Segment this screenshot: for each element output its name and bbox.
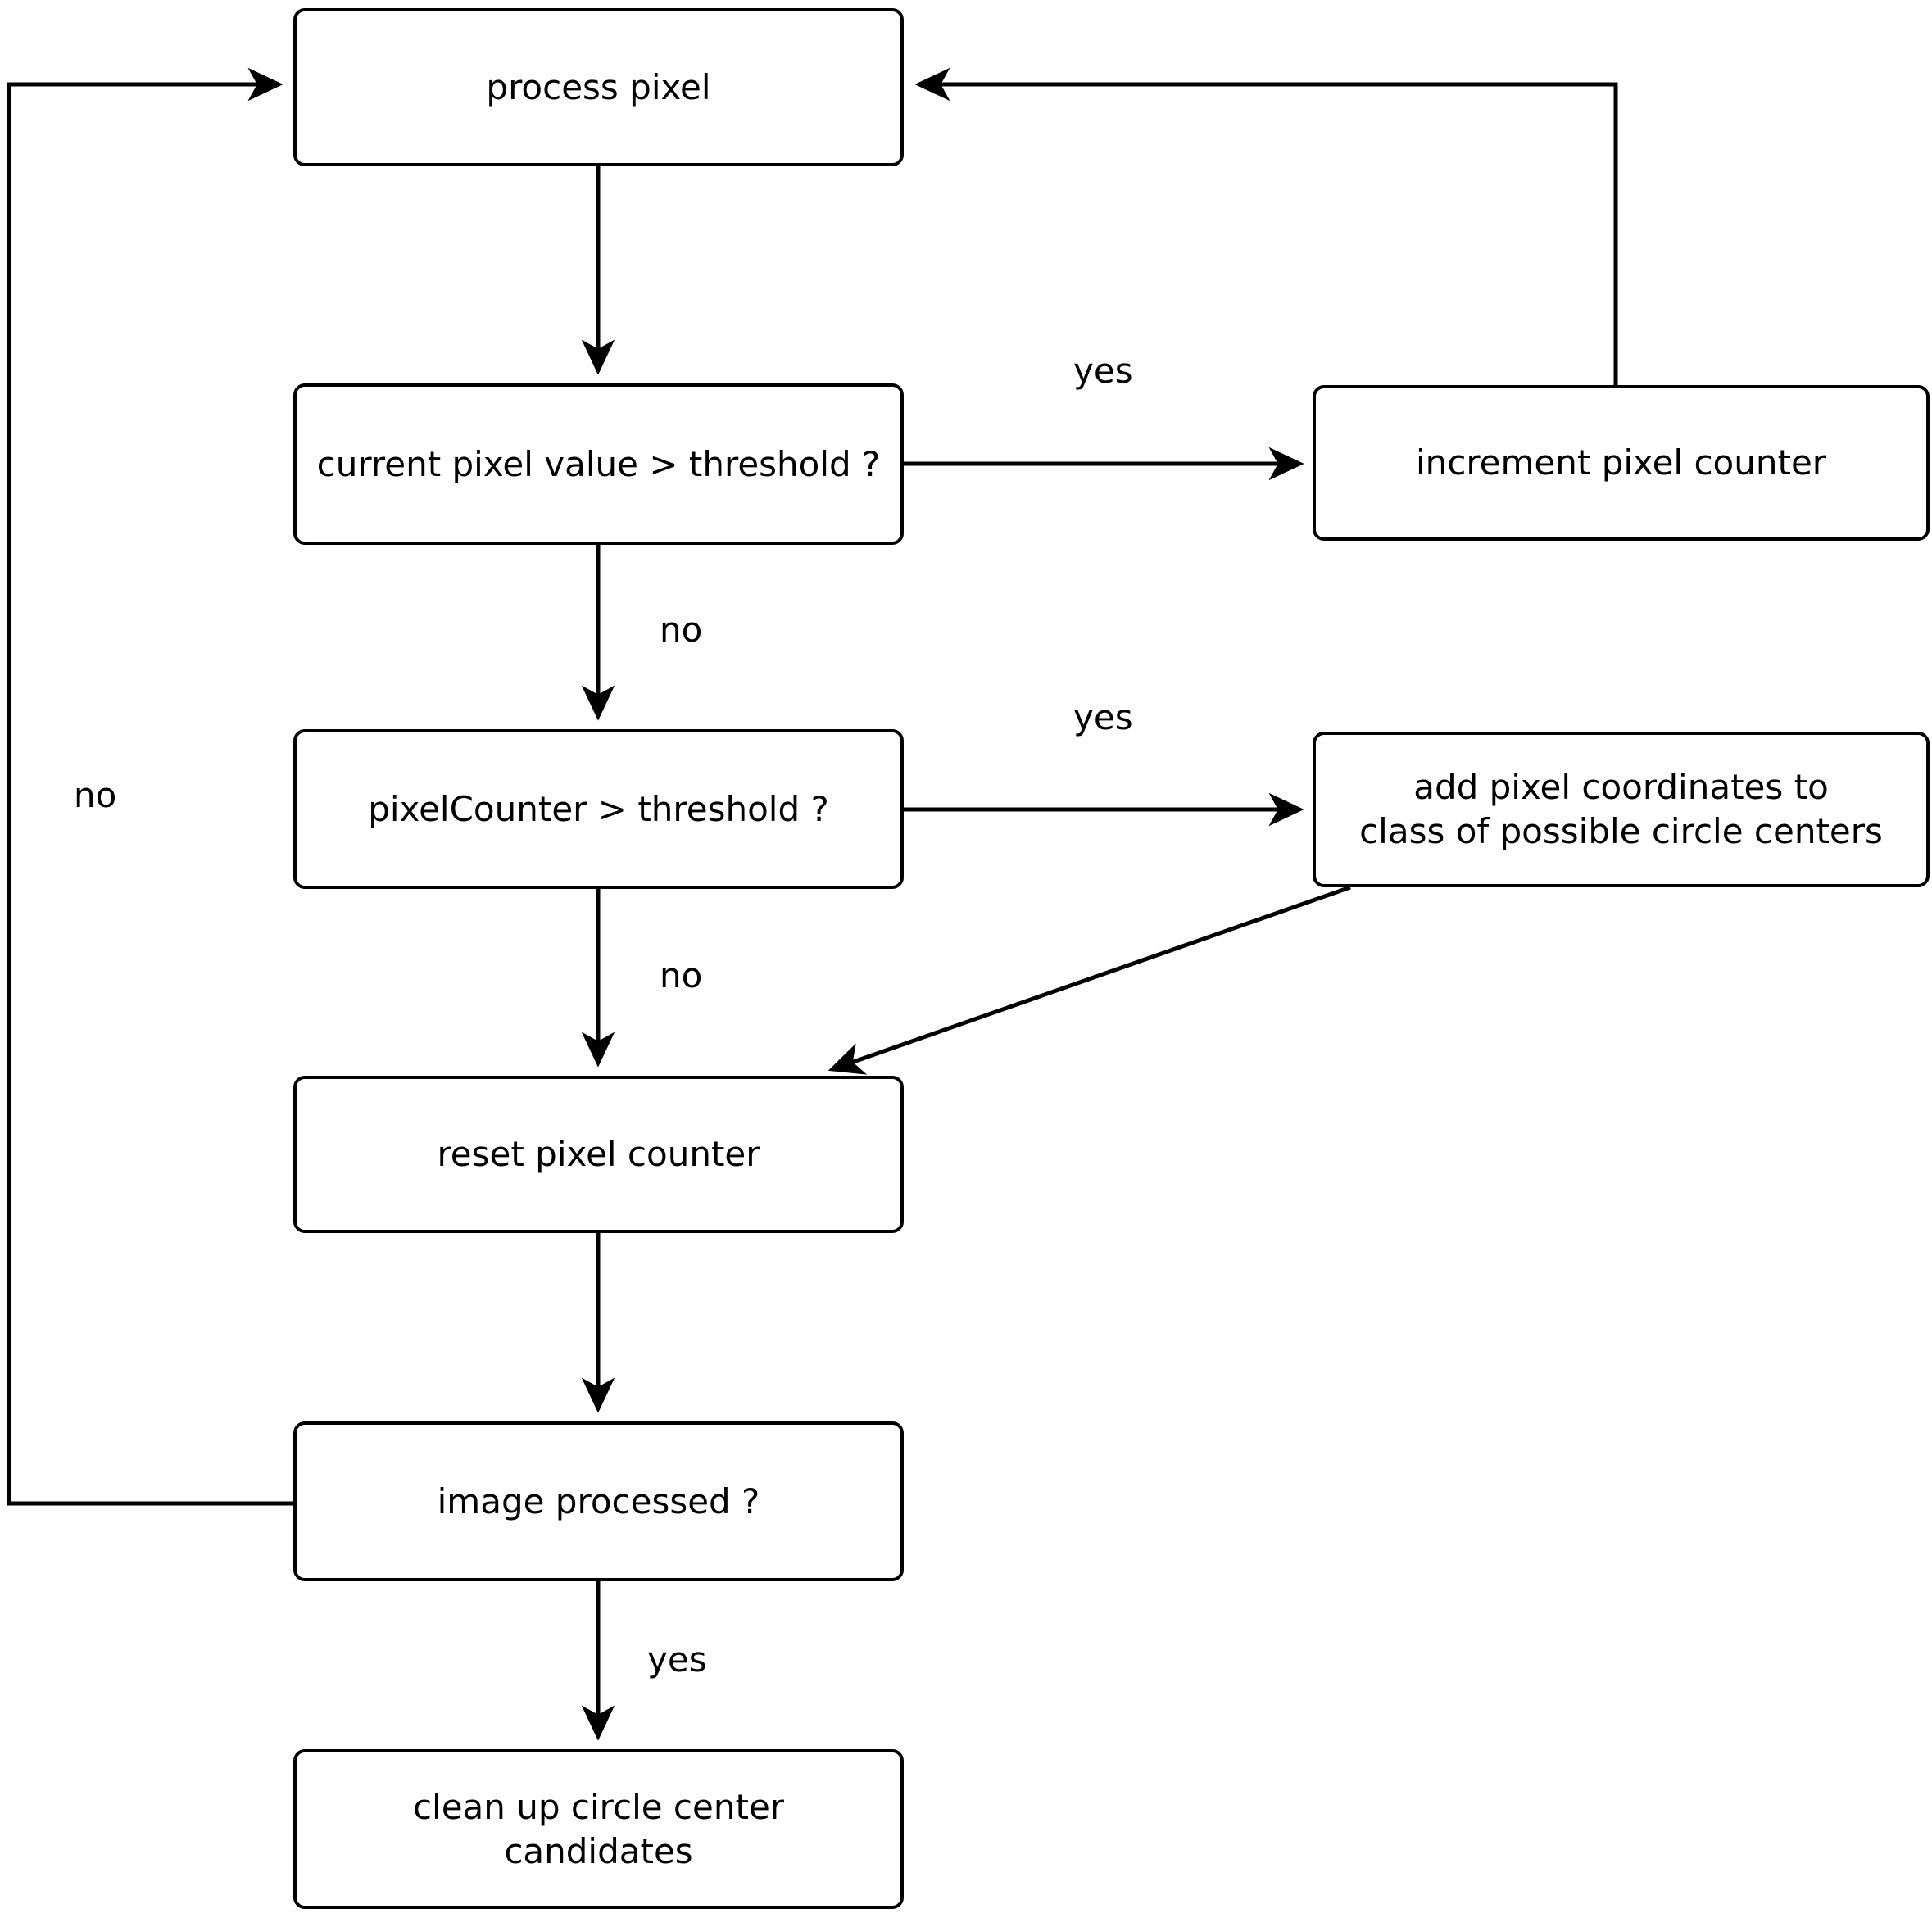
edge-label-no-threshold: no xyxy=(660,610,703,650)
node-pixelcounter-threshold[interactable]: pixelCounter > threshold ? xyxy=(293,729,904,889)
edge-label-yes-threshold: yes xyxy=(1073,351,1133,391)
node-add-pixel-coordinates[interactable]: add pixel coordinates to class of possib… xyxy=(1313,732,1930,887)
node-clean-up-circle-center-candidates[interactable]: clean up circle center candidates xyxy=(293,1749,904,1909)
edge-label-no-pixelcounter: no xyxy=(660,955,703,995)
node-current-pixel-value-threshold[interactable]: current pixel value > threshold ? xyxy=(293,383,904,545)
edge-add-coords-to-reset xyxy=(828,885,1351,1075)
node-image-processed[interactable]: image processed ? xyxy=(293,1421,904,1581)
edge-label-yes-pixelcounter: yes xyxy=(1073,697,1133,737)
edge-image-processed-no-to-process-pixel xyxy=(7,67,293,1506)
edge-label-yes-image-processed: yes xyxy=(647,1639,707,1680)
node-process-pixel[interactable]: process pixel xyxy=(293,8,904,166)
node-reset-pixel-counter[interactable]: reset pixel counter xyxy=(293,1076,904,1233)
edge-label-no-image-processed: no xyxy=(74,775,117,815)
edge-increment-back-to-process-pixel xyxy=(914,67,1618,385)
node-increment-pixel-counter[interactable]: increment pixel counter xyxy=(1313,385,1930,541)
